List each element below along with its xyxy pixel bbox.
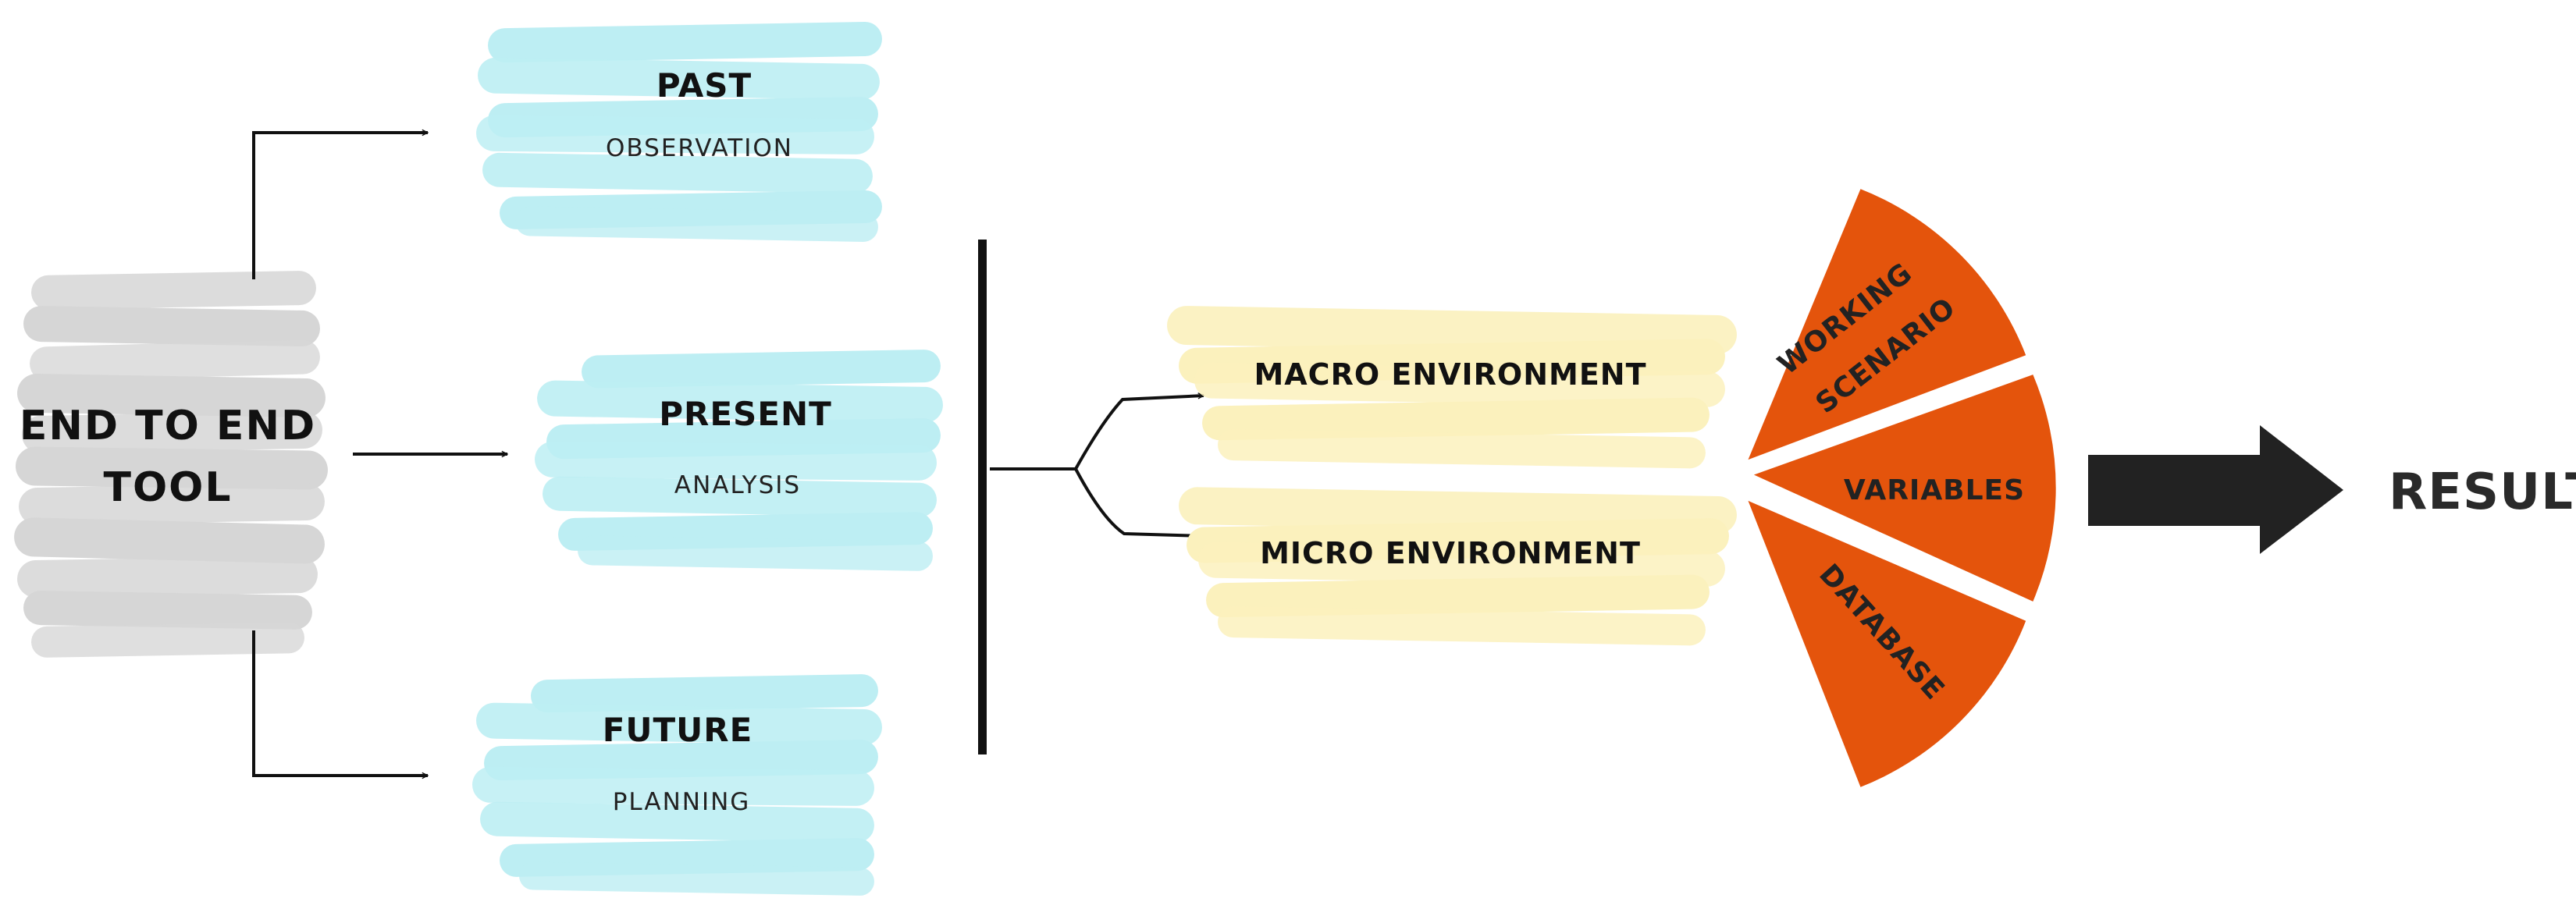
fan: WORKING SCENARIO VARIABLES DATABASE <box>1748 189 2056 787</box>
arrow-to-micro <box>1074 468 1204 536</box>
yellow-brush-macro <box>1167 306 1737 469</box>
root-label-line2: TOOL <box>103 464 232 511</box>
stage-present-subtitle: ANALYSIS <box>674 471 801 499</box>
fan-variables-label: VARIABLES <box>1844 474 2025 506</box>
environment-connectors <box>990 396 1204 536</box>
stage-future-title: FUTURE <box>603 711 753 749</box>
results-label: RESULTS <box>2389 463 2576 521</box>
stage-future: FUTURE PLANNING <box>472 674 882 896</box>
env-micro: MICRO ENVIRONMENT <box>1179 487 1737 646</box>
results-arrow <box>2088 425 2343 554</box>
root-label-line1: END TO END <box>20 403 316 449</box>
arrow-to-past <box>252 133 428 279</box>
arrow-to-future <box>252 630 428 776</box>
stage-past-subtitle: OBSERVATION <box>606 134 793 162</box>
arrow-to-macro <box>1074 396 1204 470</box>
env-micro-label: MICRO ENVIRONMENT <box>1260 536 1641 570</box>
yellow-brush-micro <box>1179 487 1737 646</box>
env-macro-label: MACRO ENVIRONMENT <box>1254 357 1646 392</box>
env-macro: MACRO ENVIRONMENT <box>1167 306 1737 469</box>
stage-future-subtitle: PLANNING <box>613 788 751 816</box>
teal-brush-past <box>476 22 882 242</box>
fan-segment-variables <box>1753 375 2056 602</box>
teal-brush-future <box>472 674 882 896</box>
divider-bar <box>978 240 987 754</box>
stage-past: PAST OBSERVATION <box>476 22 882 242</box>
stage-present: PRESENT ANALYSIS <box>535 350 943 571</box>
gray-brush-background <box>14 271 328 658</box>
root-node: END TO END TOOL <box>14 271 328 658</box>
fan-segment-working-scenario <box>1748 189 2026 460</box>
teal-brush-present <box>535 350 943 571</box>
stage-past-title: PAST <box>656 66 752 105</box>
stage-present-title: PRESENT <box>659 395 832 433</box>
fan-segment-database <box>1748 500 2026 787</box>
root-connectors <box>252 133 507 776</box>
